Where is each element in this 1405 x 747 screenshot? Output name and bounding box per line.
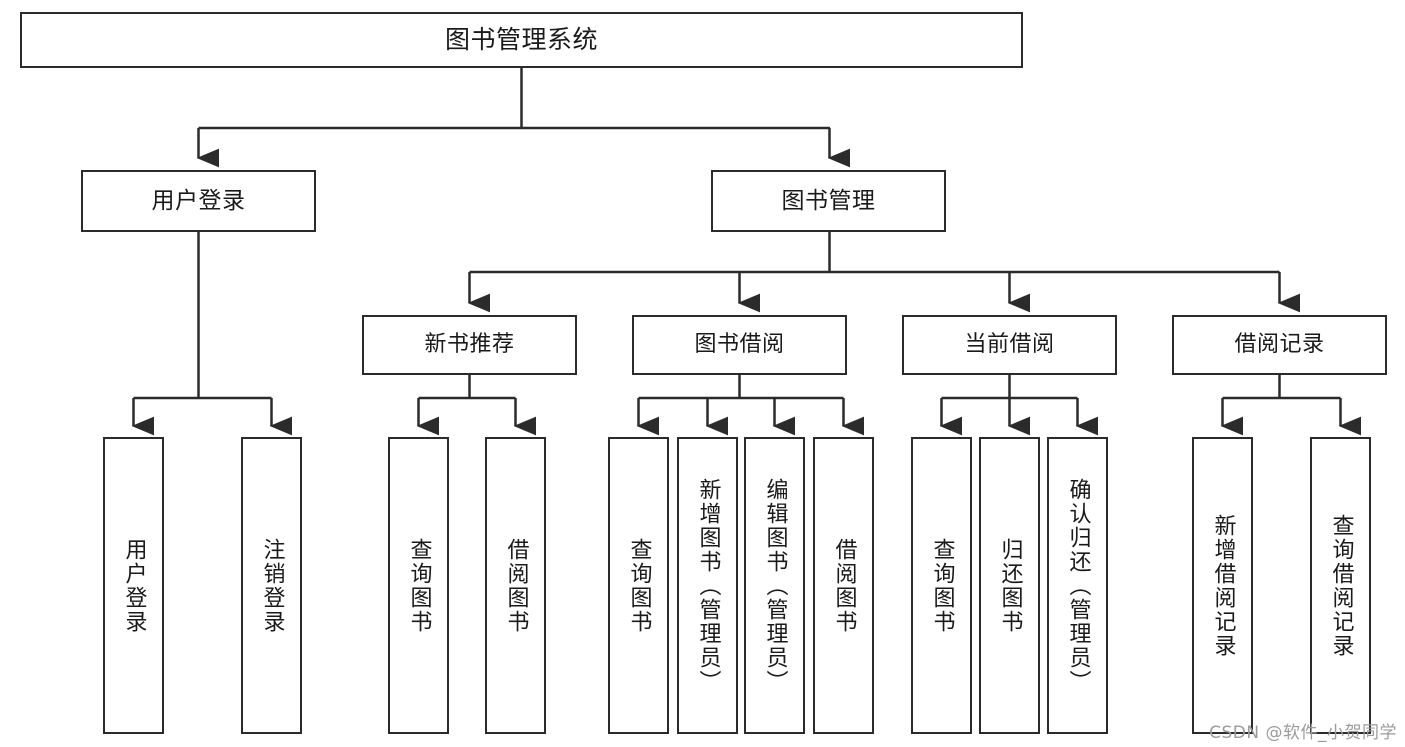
node-label: 查询图书 [406,537,432,634]
leaf-confirm-return-admin[interactable]: 确认归还（管理员） [1047,437,1108,734]
node-label: 借阅记录 [1234,332,1325,358]
leaf-add-book-admin[interactable]: 新增图书（管理员） [677,437,738,734]
node-label: 归还图书 [997,537,1023,634]
node-label: 图书管理系统 [444,24,598,54]
leaf-borrow-book-recommend[interactable]: 借阅图书 [485,437,546,734]
leaf-query-book-borrow[interactable]: 查询图书 [608,437,669,734]
node-label: 用户登录 [151,187,246,214]
leaf-query-book-recommend[interactable]: 查询图书 [388,437,449,734]
node-label: 新增图书（管理员） [695,477,721,694]
node-label: 注销登录 [259,537,285,634]
node-label: 借阅图书 [503,537,529,634]
node-label: 查询图书 [929,537,955,634]
node-label: 查询图书 [626,537,652,634]
leaf-logout[interactable]: 注销登录 [241,437,302,734]
node-current-borrow[interactable]: 当前借阅 [902,315,1117,375]
leaf-query-borrow-record[interactable]: 查询借阅记录 [1310,437,1371,734]
node-borrow-record[interactable]: 借阅记录 [1172,315,1387,375]
node-book-borrow[interactable]: 图书借阅 [632,315,847,375]
leaf-return-book[interactable]: 归还图书 [979,437,1040,734]
node-label: 新书推荐 [424,332,515,358]
node-label: 编辑图书（管理员） [762,477,788,694]
node-label: 当前借阅 [964,332,1055,358]
node-root-system[interactable]: 图书管理系统 [20,12,1023,68]
node-new-book-recommend[interactable]: 新书推荐 [362,315,577,375]
node-label: 用户登录 [121,537,147,634]
leaf-add-borrow-record[interactable]: 新增借阅记录 [1192,437,1253,734]
node-book-management[interactable]: 图书管理 [711,170,946,232]
node-label: 确认归还（管理员） [1065,477,1091,694]
leaf-user-login[interactable]: 用户登录 [103,437,164,734]
leaf-query-book-current[interactable]: 查询图书 [911,437,972,734]
node-label: 图书借阅 [694,332,785,358]
node-user-login[interactable]: 用户登录 [81,170,316,232]
node-label: 借阅图书 [831,537,857,634]
leaf-borrow-book[interactable]: 借阅图书 [813,437,874,734]
node-label: 查询借阅记录 [1328,513,1354,658]
watermark: CSDN @软件_小贺同学 [1209,723,1397,743]
node-label: 图书管理 [781,187,876,214]
leaf-edit-book-admin[interactable]: 编辑图书（管理员） [744,437,805,734]
node-label: 新增借阅记录 [1210,513,1236,658]
